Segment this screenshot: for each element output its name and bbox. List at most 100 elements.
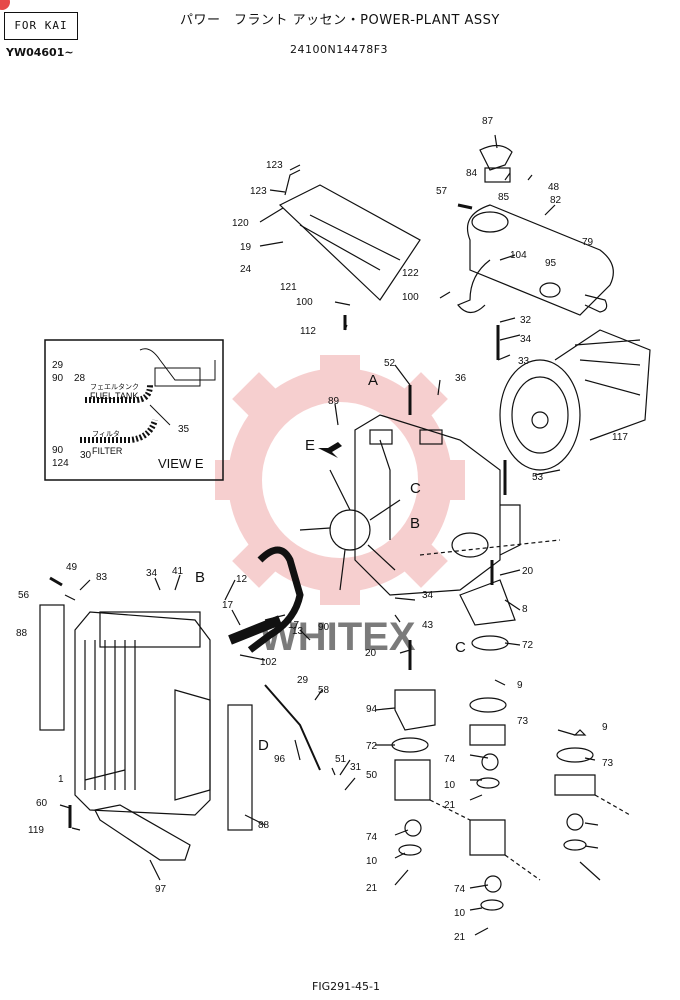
inset-callout: 90 [52,373,64,384]
callout: 85 [498,192,510,203]
callout: 31 [350,762,362,773]
callout: 33 [518,356,530,367]
callout: 24 [240,264,252,275]
seal-strip-left [39,604,65,731]
cover-plate [278,169,421,301]
callout: 88 [258,820,270,831]
callout: 89 [328,396,340,407]
callout: 57 [436,186,448,197]
view-e-label: VIEW E [158,456,204,471]
callout: 41 [172,566,184,577]
callout: 17 [222,600,234,611]
callout: 13 [292,626,304,637]
callout: 52 [384,358,396,369]
callout: 96 [274,754,286,765]
callout-labels: 123 123 120 19 24 121 100 112 87 84 85 4… [16,116,628,943]
corner-badge-icon [0,0,10,10]
callout: 97 [155,884,167,895]
watermark-gear-icon [215,355,465,605]
callout: 73 [602,758,614,769]
callout: 9 [517,680,523,691]
callout: 53 [532,472,544,483]
lower-hose [228,615,282,645]
callout: 29 [297,675,309,686]
stay-rod [264,684,321,771]
callout: 74 [444,754,456,765]
seal-strip-bottom [227,704,253,831]
callout: 87 [482,116,494,127]
view-letter-c2: C [455,639,466,656]
callout: 84 [466,168,478,179]
line-art [39,134,651,936]
callout: 32 [520,315,532,326]
callout: 1 [58,774,64,785]
arrow-e-icon [318,442,342,458]
callout: 8 [522,604,528,615]
callout: 60 [36,798,48,809]
view-letter-e: E [305,437,315,454]
fan [299,469,401,591]
view-letter-b: B [410,515,420,532]
callout: 20 [522,566,534,577]
callout: 94 [366,704,378,715]
callout: 50 [366,770,378,781]
callout: 100 [296,297,313,308]
muffler [457,144,614,316]
figure-id: FIG291-45-1 [312,980,381,993]
callout: 82 [550,195,562,206]
callout: 79 [582,237,594,248]
callout: 123 [266,160,283,171]
callout: 9 [602,722,608,733]
callout: 122 [402,268,419,279]
callout: 21 [444,800,456,811]
page-title: パワー フラント アッセン・POWER-PLANT ASSY [180,13,500,28]
view-letter-b2: B [195,569,205,586]
inset-callout: 30 [80,450,92,461]
radiator [74,611,211,816]
callout: 34 [422,590,434,601]
callout: 72 [366,741,378,752]
view-letter-a: A [368,372,378,389]
callout: 121 [280,282,297,293]
callout: 112 [300,326,316,337]
inset-callout: 90 [52,445,64,456]
callout: 10 [366,856,378,867]
fuel-tank-jp-label: フェエルタンク [90,382,139,391]
flywheel [499,329,651,471]
callout: 17 [288,620,300,631]
view-letters: A B C D E B C [195,372,466,754]
part-number: 24100N14478F3 [290,43,389,56]
callout: 119 [28,825,44,836]
callout: 34 [146,568,158,579]
callout: 95 [545,258,557,269]
callout: 56 [18,590,30,601]
inset-view-e: 29 90 28 35 90 124 30 フェエルタンク FUEL TANK … [44,339,224,481]
fuel-tank-label: FUEL TANK [90,391,138,401]
callout: 74 [366,832,378,843]
serial-range: YW04601~ [6,46,74,59]
filter-label: FILTER [92,446,123,456]
view-letter-c: C [410,480,421,497]
stay-plate [94,804,191,861]
callout: 120 [232,218,249,229]
upper-hose [247,546,304,653]
inset-callout: 35 [178,424,190,435]
callout: 10 [454,908,466,919]
view-letter-d: D [258,737,269,754]
callout: 51 [335,754,347,765]
callout: 100 [402,292,419,303]
callout: 49 [66,562,78,573]
callout: 21 [454,932,466,943]
model-tag: FOR KAI [4,12,78,40]
callout: 48 [548,182,560,193]
callout: 19 [240,242,252,253]
inset-callout: 28 [74,373,86,384]
callout: 34 [520,334,532,345]
callout: 73 [517,716,529,727]
callout: 43 [422,620,434,631]
filter-jp-label: フィルタ [92,429,120,438]
callout: 20 [365,648,377,659]
callout: 123 [250,186,267,197]
callout: 102 [260,657,277,668]
